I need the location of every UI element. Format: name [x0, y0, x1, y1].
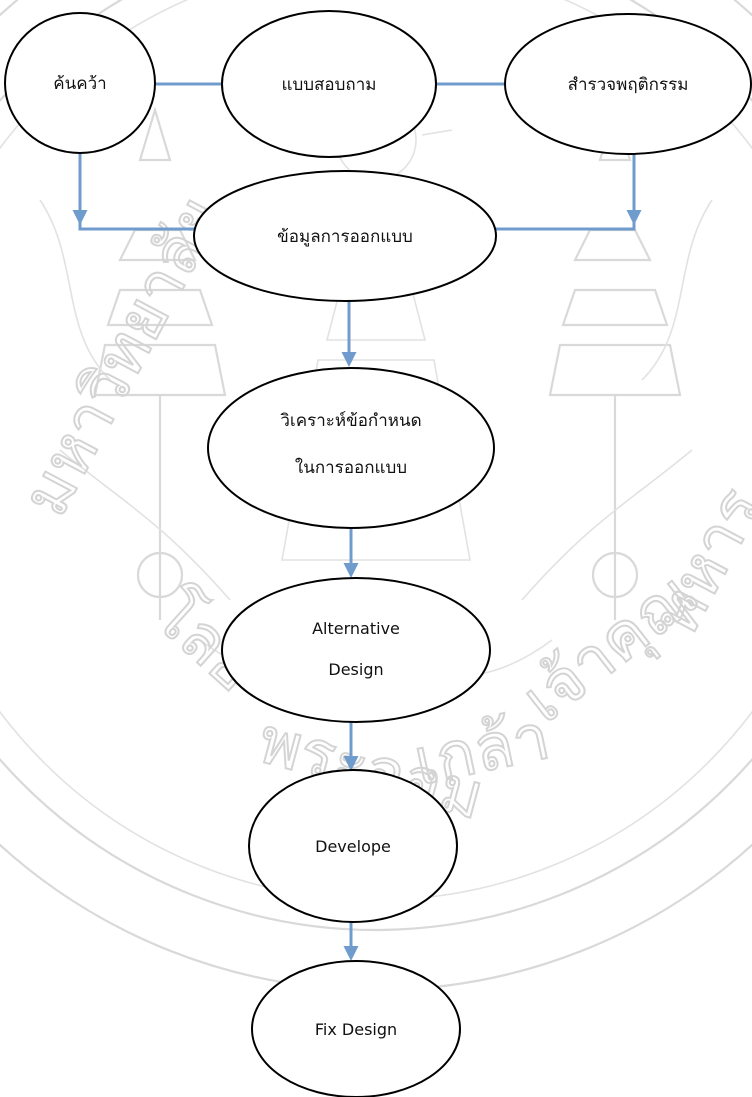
node-alternative-design: Alternative Design [221, 577, 491, 723]
node-alternative-line1: Alternative [312, 619, 400, 638]
node-behavior-survey-label: สำรวจพฤติกรรม [568, 75, 689, 95]
node-develope: Develope [248, 769, 458, 923]
edges [72, 82, 642, 961]
node-design-data: ข้อมูลการออกแบบ [193, 170, 497, 302]
node-requirements: วิเคราะห์ข้อกำหนด ในการออกแบบ [207, 367, 495, 529]
node-fix-design-label: Fix Design [315, 1020, 397, 1039]
node-research-label: ค้นคว้า [53, 74, 106, 94]
svg-text:เกล้า: เกล้า [408, 700, 556, 801]
node-behavior-survey: สำรวจพฤติกรรม [504, 13, 752, 155]
node-questionnaire-label: แบบสอบถาม [282, 75, 377, 95]
node-research: ค้นคว้า [4, 12, 156, 154]
svg-text:ทหาร: ทหาร [639, 476, 752, 647]
node-alternative-line2: Design [328, 660, 383, 679]
node-questionnaire: แบบสอบถาม [221, 10, 437, 158]
edge-research-design-data [78, 150, 200, 231]
edge-behavior-design-data [495, 150, 636, 231]
node-design-data-label: ข้อมูลการออกแบบ [277, 227, 413, 247]
node-requirements-line2: ในการออกแบบ [295, 457, 407, 478]
node-requirements-line1: วิเคราะห์ข้อกำหนด [280, 411, 422, 431]
node-fix-design: Fix Design [251, 960, 461, 1097]
node-develope-label: Develope [315, 837, 391, 856]
